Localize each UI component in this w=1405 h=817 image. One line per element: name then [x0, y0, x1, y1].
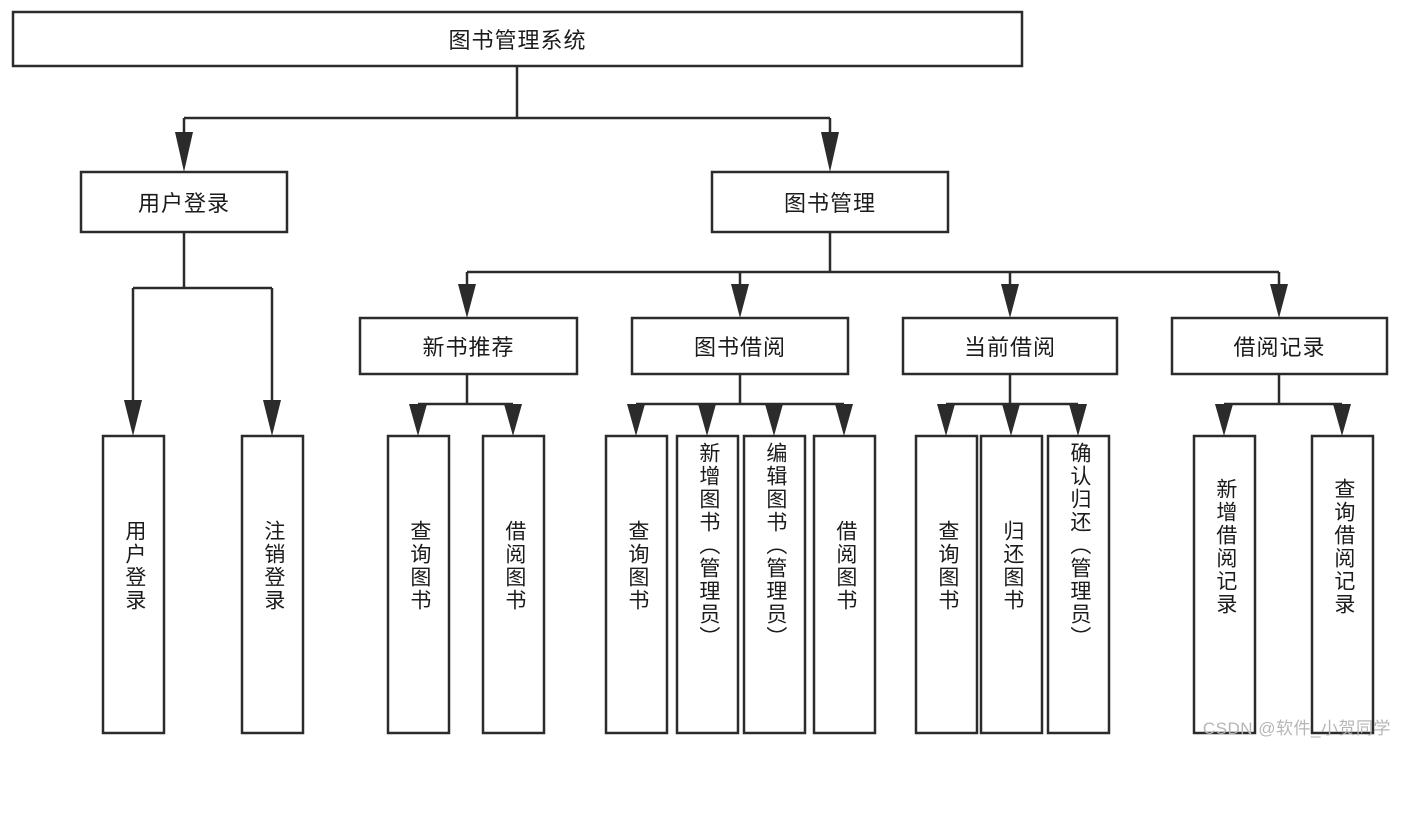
- arrowhead-record-leaf-1: [1215, 404, 1233, 436]
- arrowhead-current-leaf-1: [937, 404, 955, 436]
- arrowhead-borrow-leaf-4: [835, 404, 853, 436]
- label-leaf-borrow-add-book: 新增图书（管理员）: [677, 436, 738, 739]
- leaf-recommend-query-book-text: 查询图书: [407, 520, 431, 612]
- leaf-record-query-record-text: 查询借阅记录: [1331, 478, 1355, 616]
- root-label-text: 图书管理系统: [448, 28, 587, 53]
- node-layer: [11, 10, 1389, 735]
- label-leaf-current-confirm-return: 确认归还（管理员）: [1048, 436, 1109, 739]
- label-current-borrow: 当前借阅: [903, 318, 1117, 374]
- borrow-record-label-text: 借阅记录: [1233, 335, 1326, 360]
- leaf-record-query-record[interactable]: [1310, 434, 1375, 735]
- arrowhead-book-manage: [821, 132, 839, 172]
- leaf-user-login[interactable]: [101, 434, 166, 735]
- leaf-borrow-query-book-text: 查询图书: [625, 520, 649, 612]
- leaf-user-login-text: 用户登录: [122, 520, 146, 612]
- leaf-logout-text: 注销登录: [261, 520, 285, 612]
- leaf-current-query-book[interactable]: [914, 434, 979, 735]
- leaf-borrow-query-book[interactable]: [604, 434, 669, 735]
- leaf-logout[interactable]: [240, 434, 305, 735]
- user-login-label-text: 用户登录: [137, 191, 230, 216]
- arrowhead-record-leaf-2: [1333, 404, 1351, 436]
- leaf-recommend-borrow-book[interactable]: [481, 434, 546, 735]
- arrowhead-new-book-recommend: [458, 284, 476, 318]
- leaf-current-return-book-text: 归还图书: [1000, 520, 1024, 612]
- node-user-login[interactable]: [79, 170, 289, 234]
- node-borrow-record[interactable]: [1170, 316, 1389, 376]
- label-book-manage: 图书管理: [712, 172, 948, 232]
- label-leaf-recommend-borrow-book: 借阅图书: [483, 436, 544, 817]
- arrowhead-borrow-leaf-2: [698, 404, 716, 436]
- node-root[interactable]: [11, 10, 1024, 68]
- book-manage-label-text: 图书管理: [783, 191, 876, 216]
- node-new-book-recommend[interactable]: [358, 316, 579, 376]
- leaf-recommend-borrow-book-text: 借阅图书: [502, 520, 526, 612]
- arrowhead-borrow-leaf-1: [627, 404, 645, 436]
- arrowhead-borrow-leaf-3: [765, 404, 783, 436]
- label-leaf-record-add-record: 新增借阅记录: [1194, 436, 1255, 775]
- arrowhead-user-login: [175, 132, 193, 172]
- book-borrow-label-text: 图书借阅: [693, 335, 786, 360]
- label-leaf-current-query-book: 查询图书: [916, 436, 977, 817]
- arrowhead-borrow-record: [1270, 284, 1288, 318]
- leaf-record-add-record-text: 新增借阅记录: [1213, 478, 1237, 616]
- label-leaf-record-query-record: 查询借阅记录: [1312, 436, 1373, 775]
- node-current-borrow[interactable]: [901, 316, 1119, 376]
- leaf-current-return-book[interactable]: [979, 434, 1044, 735]
- arrowhead-current-leaf-3: [1069, 404, 1087, 436]
- label-leaf-user-login: 用户登录: [103, 436, 164, 817]
- label-leaf-recommend-query-book: 查询图书: [388, 436, 449, 817]
- leaf-record-add-record[interactable]: [1192, 434, 1257, 735]
- leaf-borrow-borrow-book[interactable]: [812, 434, 877, 735]
- leaf-borrow-edit-book[interactable]: [742, 434, 807, 735]
- node-book-manage[interactable]: [710, 170, 950, 234]
- label-leaf-current-return-book: 归还图书: [981, 436, 1042, 817]
- label-leaf-borrow-edit-book: 编辑图书（管理员）: [744, 436, 805, 739]
- label-book-borrow: 图书借阅: [632, 318, 848, 374]
- arrowhead-book-borrow: [731, 284, 749, 318]
- node-book-borrow[interactable]: [630, 316, 850, 376]
- label-new-book-recommend: 新书推荐: [360, 318, 577, 374]
- leaf-borrow-edit-book-text: 编辑图书（管理员）: [763, 442, 787, 649]
- leaf-borrow-add-book[interactable]: [675, 434, 740, 735]
- leaf-current-confirm-return-text: 确认归还（管理员）: [1067, 442, 1091, 649]
- arrowhead-current-borrow: [1001, 284, 1019, 318]
- diagram-canvas: [11, 10, 1389, 735]
- arrowhead-recommend-leaf-1: [409, 404, 427, 436]
- leaf-current-query-book-text: 查询图书: [935, 520, 959, 612]
- new-book-recommend-label-text: 新书推荐: [422, 335, 515, 360]
- current-borrow-label-text: 当前借阅: [963, 335, 1056, 360]
- label-leaf-borrow-query-book: 查询图书: [606, 436, 667, 817]
- label-borrow-record: 借阅记录: [1172, 318, 1387, 374]
- label-leaf-logout: 注销登录: [242, 436, 303, 817]
- label-user-login: 用户登录: [81, 172, 287, 232]
- label-leaf-borrow-borrow-book: 借阅图书: [814, 436, 875, 817]
- leaf-current-confirm-return[interactable]: [1046, 434, 1111, 735]
- arrowhead-current-leaf-2: [1002, 404, 1020, 436]
- connector-layer: [124, 66, 1351, 436]
- leaf-borrow-borrow-book-text: 借阅图书: [833, 520, 857, 612]
- leaf-borrow-add-book-text: 新增图书（管理员）: [696, 442, 720, 649]
- arrowhead-leaf-user-login: [124, 400, 142, 436]
- arrowhead-recommend-leaf-2: [504, 404, 522, 436]
- arrowhead-leaf-logout: [263, 400, 281, 436]
- leaf-recommend-query-book[interactable]: [386, 434, 451, 735]
- label-root: 图书管理系统: [13, 12, 1022, 66]
